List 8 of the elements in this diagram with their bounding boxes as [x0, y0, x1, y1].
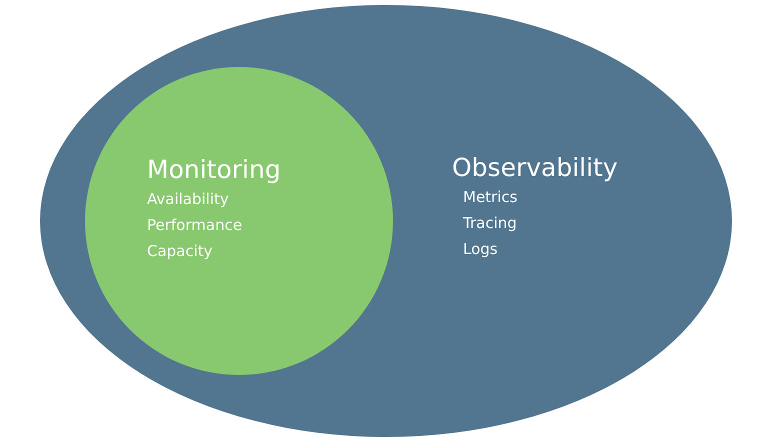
list-item: Availability [147, 190, 230, 208]
category-title: Monitoring [147, 155, 281, 184]
list-item: Tracing [463, 214, 518, 232]
list-item: Logs [463, 240, 499, 258]
category-title: Observability [452, 153, 618, 182]
list-item: Capacity [147, 242, 214, 260]
list-item: Metrics [463, 188, 518, 206]
list-item: Performance [147, 216, 244, 234]
